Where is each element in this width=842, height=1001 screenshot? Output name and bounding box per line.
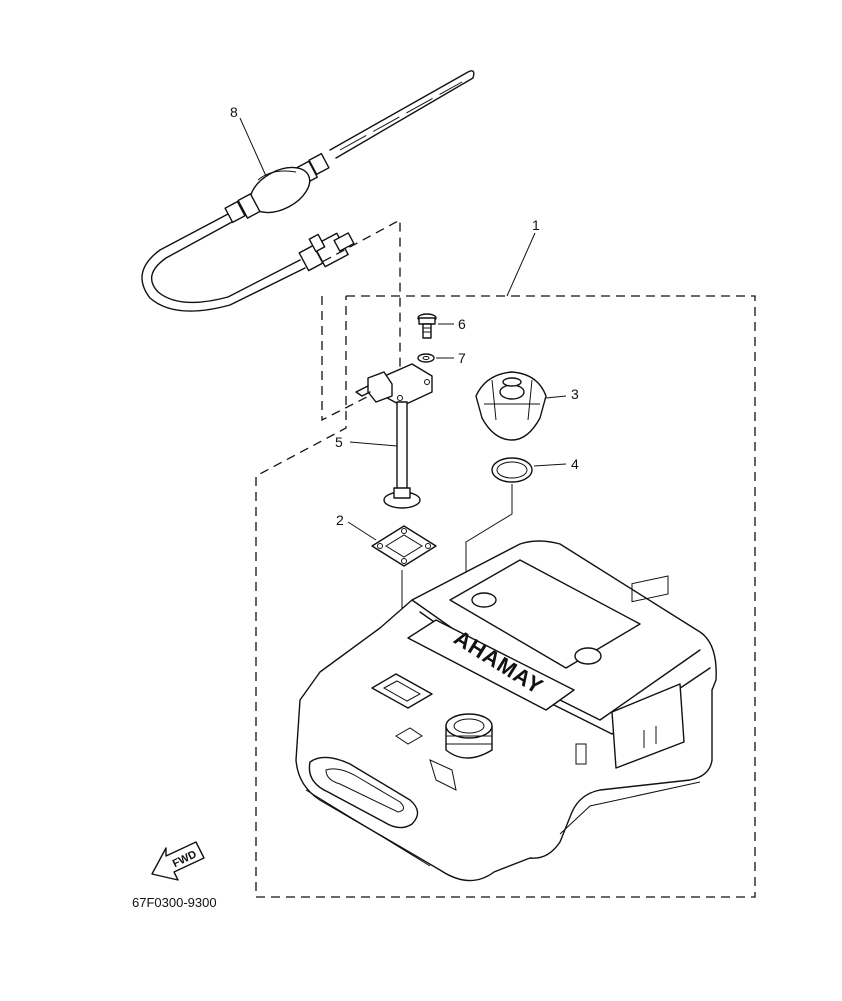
fuel-tank-body: YAMAHA bbox=[295, 540, 717, 882]
gasket-part bbox=[347, 521, 437, 695]
brand-plate bbox=[407, 619, 575, 711]
fwd-arrow-icon: FWD bbox=[151, 841, 205, 881]
callout-2: 2 bbox=[336, 512, 344, 528]
fuel-cap-part bbox=[475, 371, 567, 441]
hose-end-connector bbox=[298, 232, 355, 272]
washer-part bbox=[417, 353, 454, 363]
callout-1: 1 bbox=[532, 217, 540, 233]
callout-8: 8 bbox=[230, 104, 238, 120]
fuel-hose-assembly bbox=[141, 70, 475, 312]
fuel-gauge-pickup bbox=[349, 363, 433, 509]
callout-6: 6 bbox=[458, 316, 466, 332]
callout-labels: 1 2 3 4 5 6 7 8 bbox=[230, 104, 579, 528]
diagram-part-code: 67F0300-9300 bbox=[132, 895, 217, 910]
screw-part bbox=[417, 313, 454, 339]
side-window bbox=[611, 575, 685, 769]
filler-neck bbox=[445, 713, 493, 759]
callout-3: 3 bbox=[571, 386, 579, 402]
callout-7: 7 bbox=[458, 350, 466, 366]
callout-4: 4 bbox=[571, 456, 579, 472]
callout-5: 5 bbox=[335, 434, 343, 450]
